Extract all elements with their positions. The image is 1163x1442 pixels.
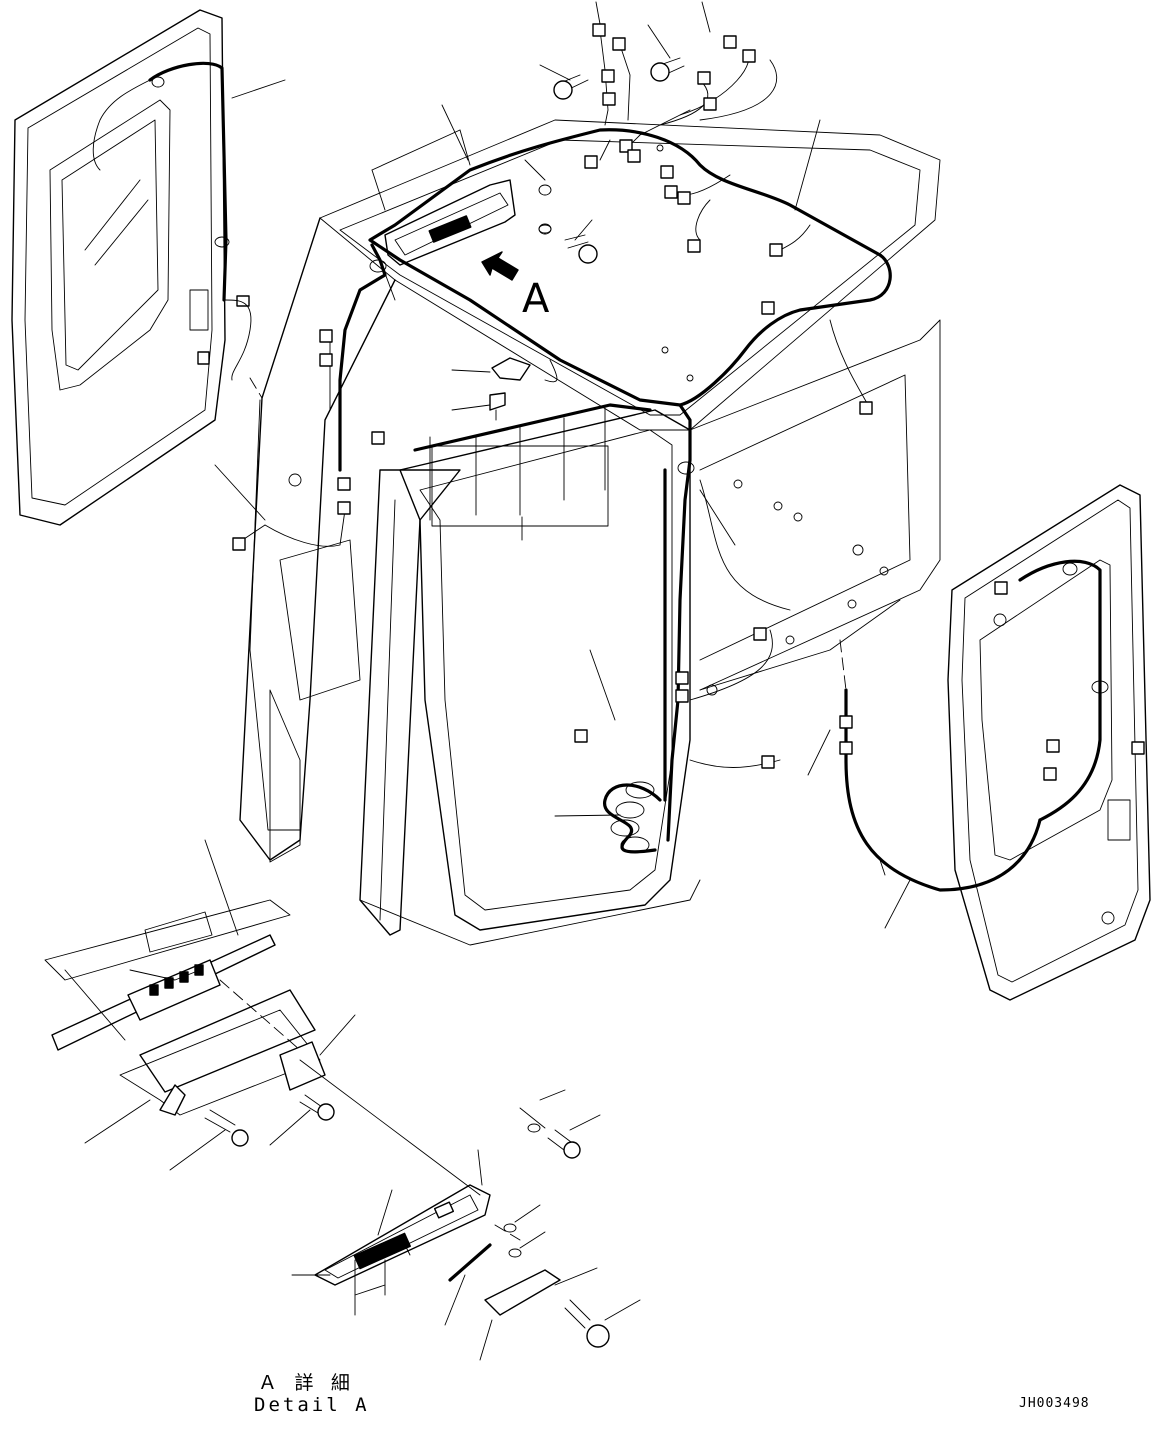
roof-controller-unit: A xyxy=(371,104,550,322)
leader-lines xyxy=(214,1,911,929)
connectors xyxy=(232,23,1060,769)
roof-hardware xyxy=(489,57,685,421)
left-door xyxy=(11,9,286,526)
detail-caption-japanese: Ａ 詳 細 xyxy=(258,1372,353,1394)
drawing-number: JH003498 xyxy=(1019,1396,1090,1411)
wiring-harness xyxy=(234,29,1042,892)
leader-line xyxy=(231,79,286,99)
detail-a-view xyxy=(291,1059,641,1361)
switch-panel-assembly xyxy=(44,839,356,1171)
bus-bar-panel xyxy=(429,407,609,541)
cab-frame xyxy=(239,119,941,946)
right-door xyxy=(947,484,1151,1001)
detail-caption-english: Detail A xyxy=(254,1394,370,1416)
detail-marker-label: A xyxy=(522,276,550,322)
